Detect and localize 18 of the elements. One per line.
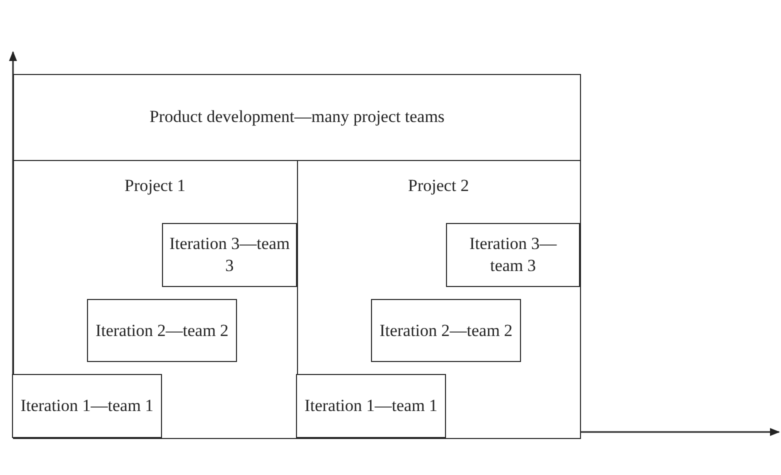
iteration-box <box>87 299 237 362</box>
iteration-label: Iteration 3—team 3 <box>468 233 558 277</box>
iteration-box <box>371 299 521 362</box>
project-box <box>296 160 580 438</box>
project-title: Project 2 <box>407 174 470 196</box>
heading-text: Product development—many project teams <box>148 106 446 128</box>
iteration-label: Iteration 1—team 1 <box>303 395 439 417</box>
iteration-box <box>446 223 580 287</box>
iteration-label: Iteration 2—team 2 <box>378 320 514 342</box>
project-title: Project 1 <box>124 174 186 196</box>
iteration-label: Iteration 3—team 3 <box>168 233 291 277</box>
product-development-box <box>13 74 581 439</box>
iteration-box <box>296 374 446 438</box>
iteration-box <box>162 223 297 287</box>
iteration-label: Iteration 2—team 2 <box>94 320 230 342</box>
iteration-label: Iteration 1—team 1 <box>19 395 155 417</box>
project-box <box>12 160 298 438</box>
iteration-box <box>12 374 162 438</box>
